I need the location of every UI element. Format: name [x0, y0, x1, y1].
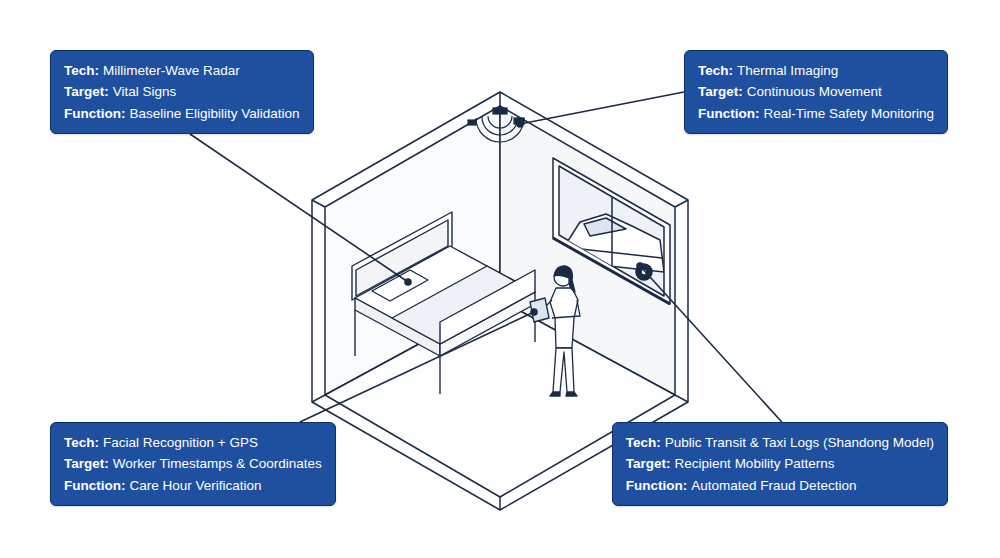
callout-row: Tech: Millimeter-Wave Radar [64, 60, 300, 81]
care-worker-part [554, 266, 575, 292]
callout-row: Tech: Facial Recognition + GPS [64, 432, 322, 453]
care-worker-part [550, 392, 577, 396]
callout-row: Target: Continuous Movement [698, 81, 934, 102]
field-label: Tech: [64, 63, 99, 78]
window-part [559, 166, 664, 296]
field-value: Recipient Mobility Patterns [675, 456, 835, 471]
leader-lines-part [405, 279, 411, 285]
callout-row: Target: Worker Timestamps & Coordinates [64, 453, 322, 474]
room-shell-part [675, 395, 688, 402]
ceiling-sensor-part [476, 118, 524, 142]
bed-part [372, 270, 428, 301]
callout-row: Function: Care Hour Verification [64, 475, 322, 496]
leader-lines-part [520, 92, 684, 124]
window-part [553, 158, 670, 304]
leader-lines-part [190, 134, 408, 282]
field-label: Target: [626, 456, 671, 471]
field-value: Continuous Movement [747, 84, 882, 99]
room-shell-part [312, 395, 325, 402]
callout-row: Function: Automated Fraud Detection [626, 475, 934, 496]
ceiling-sensor-part [493, 108, 507, 114]
room-shell-part [675, 200, 688, 207]
field-label: Tech: [626, 435, 661, 450]
room-shell-part [499, 497, 501, 510]
callout-box: Tech: Millimeter-Wave RadarTarget: Vital S… [50, 50, 314, 134]
field-label: Function: [626, 478, 687, 493]
field-label: Function: [64, 106, 125, 121]
room-shell-part [499, 92, 501, 106]
ceiling-sensor-part [468, 120, 476, 125]
care-worker [530, 266, 580, 396]
bed-part [354, 310, 355, 356]
callout-row: Function: Baseline Eligibility Validation [64, 103, 300, 124]
field-label: Tech: [64, 435, 99, 450]
leader-lines [190, 92, 782, 422]
ceiling-sensor [468, 108, 524, 142]
bed [352, 212, 535, 394]
car-part [566, 214, 664, 272]
car-part [584, 218, 626, 236]
leader-lines-part [517, 121, 523, 127]
field-label: Function: [698, 106, 759, 121]
field-value: Thermal Imaging [737, 63, 838, 78]
window-part [611, 197, 613, 266]
care-worker-part [530, 298, 549, 322]
callout-row: Target: Vital Signs [64, 81, 300, 102]
callout-box: Tech: Thermal ImagingTarget: Continuous Mo… [684, 50, 948, 134]
care-worker-part [553, 348, 574, 392]
field-label: Function: [64, 478, 125, 493]
leader-lines-part [637, 263, 643, 269]
field-value: Public Transit & Taxi Logs (Shandong Mod… [665, 435, 934, 450]
field-value: Baseline Eligibility Validation [129, 106, 299, 121]
ceiling-sensor-part [488, 116, 512, 128]
field-label: Tech: [698, 63, 733, 78]
callout-row: Target: Recipient Mobility Patterns [626, 453, 934, 474]
callout-row: Tech: Thermal Imaging [698, 60, 934, 81]
room-shell [312, 92, 688, 510]
callout-box: Tech: Facial Recognition + GPS Target: Work… [50, 422, 336, 506]
bed-part [440, 270, 535, 344]
callout-row: Tech: Public Transit & Taxi Logs (Shandon… [626, 432, 934, 453]
field-label: Target: [698, 84, 743, 99]
field-value: Real-Time Safety Monitoring [763, 106, 934, 121]
window [553, 158, 670, 304]
leader-lines-part [531, 309, 537, 315]
callout-row: Function: Real-Time Safety Monitoring [698, 103, 934, 124]
field-value: Worker Timestamps & Coordinates [113, 456, 322, 471]
field-label: Target: [64, 456, 109, 471]
field-label: Target: [64, 84, 109, 99]
room-shell-part [312, 200, 325, 207]
bed-part [355, 246, 535, 344]
field-value: Millimeter-Wave Radar [103, 63, 240, 78]
ceiling-sensor-part [482, 117, 518, 135]
field-value: Automated Fraud Detection [691, 478, 856, 493]
care-worker-part [552, 300, 580, 318]
callout-box: Tech: Public Transit & Taxi Logs (Shandon… [612, 422, 948, 506]
room-shell-part [312, 92, 688, 510]
car [566, 214, 664, 280]
leader-lines-part [300, 312, 534, 422]
leader-lines-part [640, 266, 782, 422]
bed-part [439, 356, 440, 394]
field-value: Care Hour Verification [129, 478, 261, 493]
field-value: Vital Signs [113, 84, 177, 99]
field-value: Facial Recognition + GPS [103, 435, 258, 450]
